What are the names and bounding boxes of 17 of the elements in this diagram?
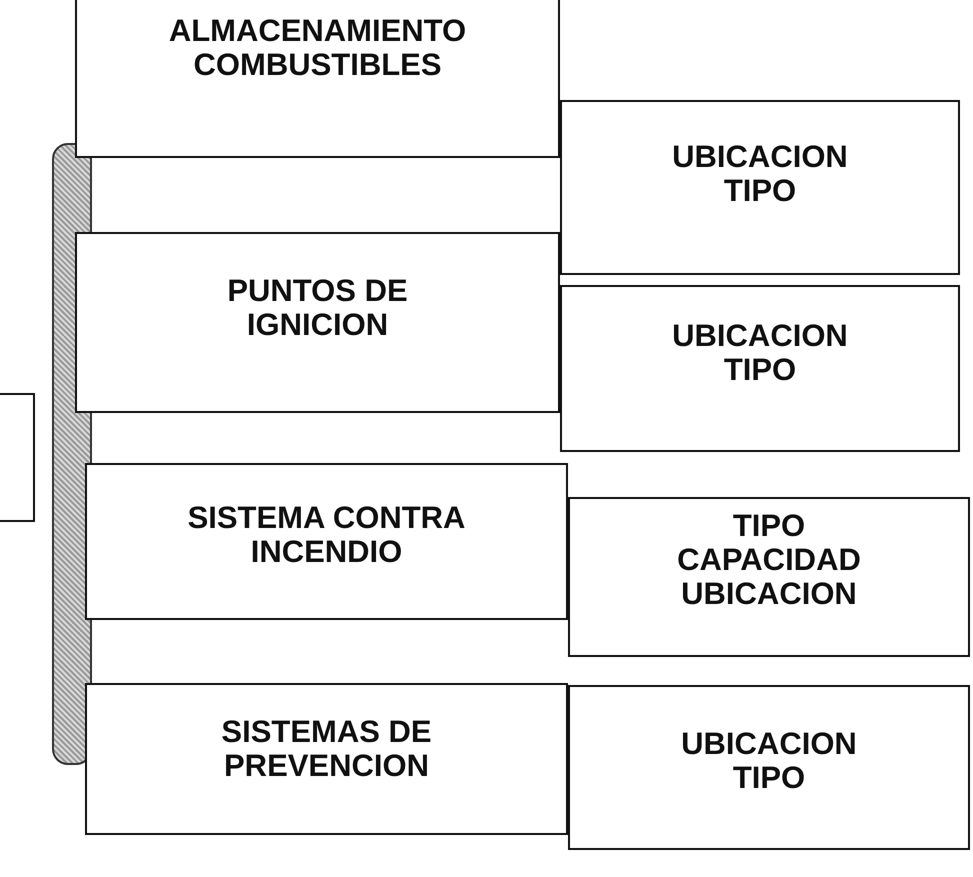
box-label: PUNTOS DE IGNICION: [226, 274, 409, 344]
box-label: SISTEMA CONTRA INCENDIO: [186, 501, 466, 571]
box-label: UBICACION TIPO: [671, 140, 849, 210]
box-label: ALMACENAMIENTO COMBUSTIBLES: [168, 14, 468, 84]
box-label: TIPO CAPACIDAD UBICACION: [676, 509, 862, 613]
detail-box: [568, 497, 970, 657]
topic-box: [75, 232, 560, 413]
topic-box: [85, 683, 568, 835]
detail-box: [560, 100, 960, 275]
box-label: UBICACION TIPO: [680, 727, 858, 797]
box-label: UBICACION TIPO: [671, 319, 849, 389]
side-box: [0, 393, 35, 522]
box-label: SISTEMAS DE PREVENCION: [220, 715, 433, 785]
topic-box: [85, 463, 568, 620]
detail-box: [568, 685, 970, 850]
detail-box: [560, 285, 960, 452]
topic-box: [75, 0, 560, 158]
